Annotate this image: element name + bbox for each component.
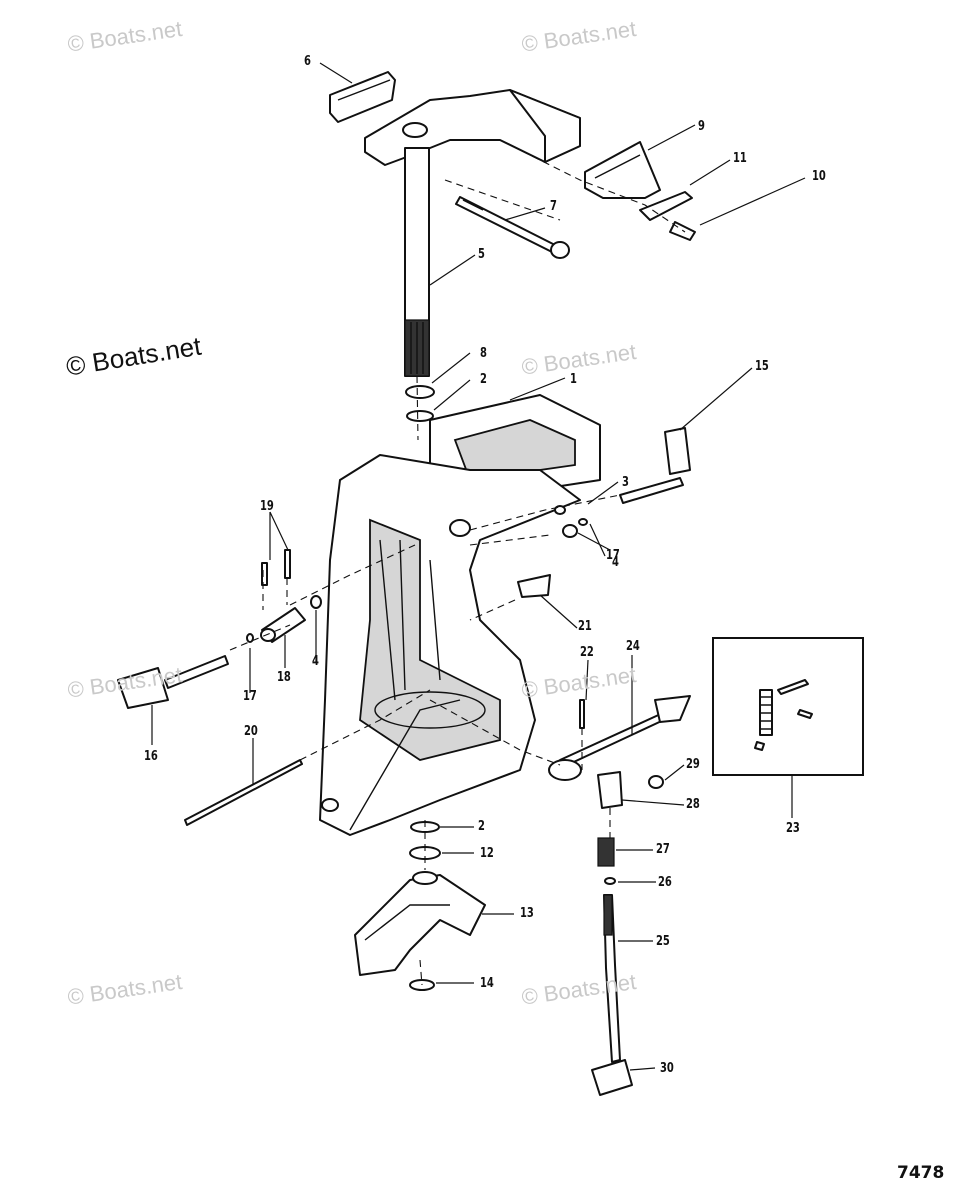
callout-4-right[interactable]: 4 [612, 555, 619, 570]
part-6-pad[interactable] [329, 71, 396, 123]
callout-12[interactable]: 12 [480, 846, 494, 861]
part-21-tab[interactable] [517, 574, 551, 598]
callout-13[interactable]: 13 [520, 906, 534, 921]
part-9-bracket[interactable] [584, 141, 661, 199]
part-17-ring-left[interactable] [246, 633, 254, 643]
callout-11[interactable]: 11 [733, 151, 747, 166]
callout-26[interactable]: 26 [658, 875, 672, 890]
callout-19[interactable]: 19 [260, 499, 274, 514]
callout-20[interactable]: 20 [244, 724, 258, 739]
part-25-link-rod[interactable] [603, 894, 621, 1063]
part-17-ring-right[interactable] [578, 518, 588, 526]
part-2-washer-top[interactable] [406, 410, 434, 422]
part-11-clip[interactable] [639, 191, 693, 221]
part-7-bolt[interactable] [455, 196, 570, 259]
callout-7[interactable]: 7 [550, 199, 557, 214]
part-15-lever[interactable] [619, 427, 691, 504]
callout-25[interactable]: 25 [656, 934, 670, 949]
callout-17-left[interactable]: 17 [243, 689, 257, 704]
callout-8[interactable]: 8 [480, 346, 487, 361]
part-16-lever[interactable] [117, 655, 229, 709]
part-26-washer[interactable] [604, 877, 616, 885]
assembly-dashed-lines [229, 139, 686, 986]
callout-24[interactable]: 24 [626, 639, 640, 654]
part-13-yoke[interactable] [354, 871, 486, 976]
callout-15[interactable]: 15 [755, 359, 769, 374]
part-4-washer-left[interactable] [310, 595, 322, 609]
part-5-steering-arm-and-shaft[interactable] [364, 89, 581, 377]
callout-2-bottom[interactable]: 2 [478, 819, 485, 834]
callout-30[interactable]: 30 [660, 1061, 674, 1076]
part-23-inset-kit[interactable] [712, 637, 864, 776]
callout-9[interactable]: 9 [698, 119, 705, 134]
part-29-nut[interactable] [648, 775, 664, 789]
callout-14[interactable]: 14 [480, 976, 494, 991]
part-19-pins[interactable] [261, 549, 291, 586]
part-22-pin[interactable] [579, 699, 585, 729]
part-1-swivel-bracket[interactable] [319, 394, 601, 836]
callout-3[interactable]: 3 [622, 475, 629, 490]
callout-23[interactable]: 23 [786, 821, 800, 836]
part-18-cylinder[interactable] [260, 607, 306, 643]
callout-17-right[interactable]: 17 [606, 548, 620, 563]
callout-10[interactable]: 10 [812, 169, 826, 184]
part-27-spring[interactable] [597, 837, 615, 867]
callout-29[interactable]: 29 [686, 757, 700, 772]
callout-5[interactable]: 5 [478, 247, 485, 262]
part-4-washer-right[interactable] [562, 524, 578, 538]
part-30-clip[interactable] [591, 1059, 633, 1096]
callout-28[interactable]: 28 [686, 797, 700, 812]
callout-6[interactable]: 6 [304, 54, 311, 69]
callout-22[interactable]: 22 [580, 645, 594, 660]
callout-21[interactable]: 21 [578, 619, 592, 634]
part-28-detent[interactable] [597, 771, 623, 809]
figure-number: 7478 [897, 1163, 945, 1183]
part-20-rod[interactable] [184, 759, 303, 826]
callout-leader-lines [151, 62, 806, 1071]
callout-1[interactable]: 1 [570, 372, 577, 387]
callout-4-left[interactable]: 4 [312, 654, 319, 669]
callout-16[interactable]: 16 [144, 749, 158, 764]
callout-18[interactable]: 18 [277, 670, 291, 685]
callout-2-top[interactable]: 2 [480, 372, 487, 387]
part-24-shaft[interactable] [548, 695, 691, 781]
callout-27[interactable]: 27 [656, 842, 670, 857]
part-8-seal[interactable] [405, 385, 435, 399]
